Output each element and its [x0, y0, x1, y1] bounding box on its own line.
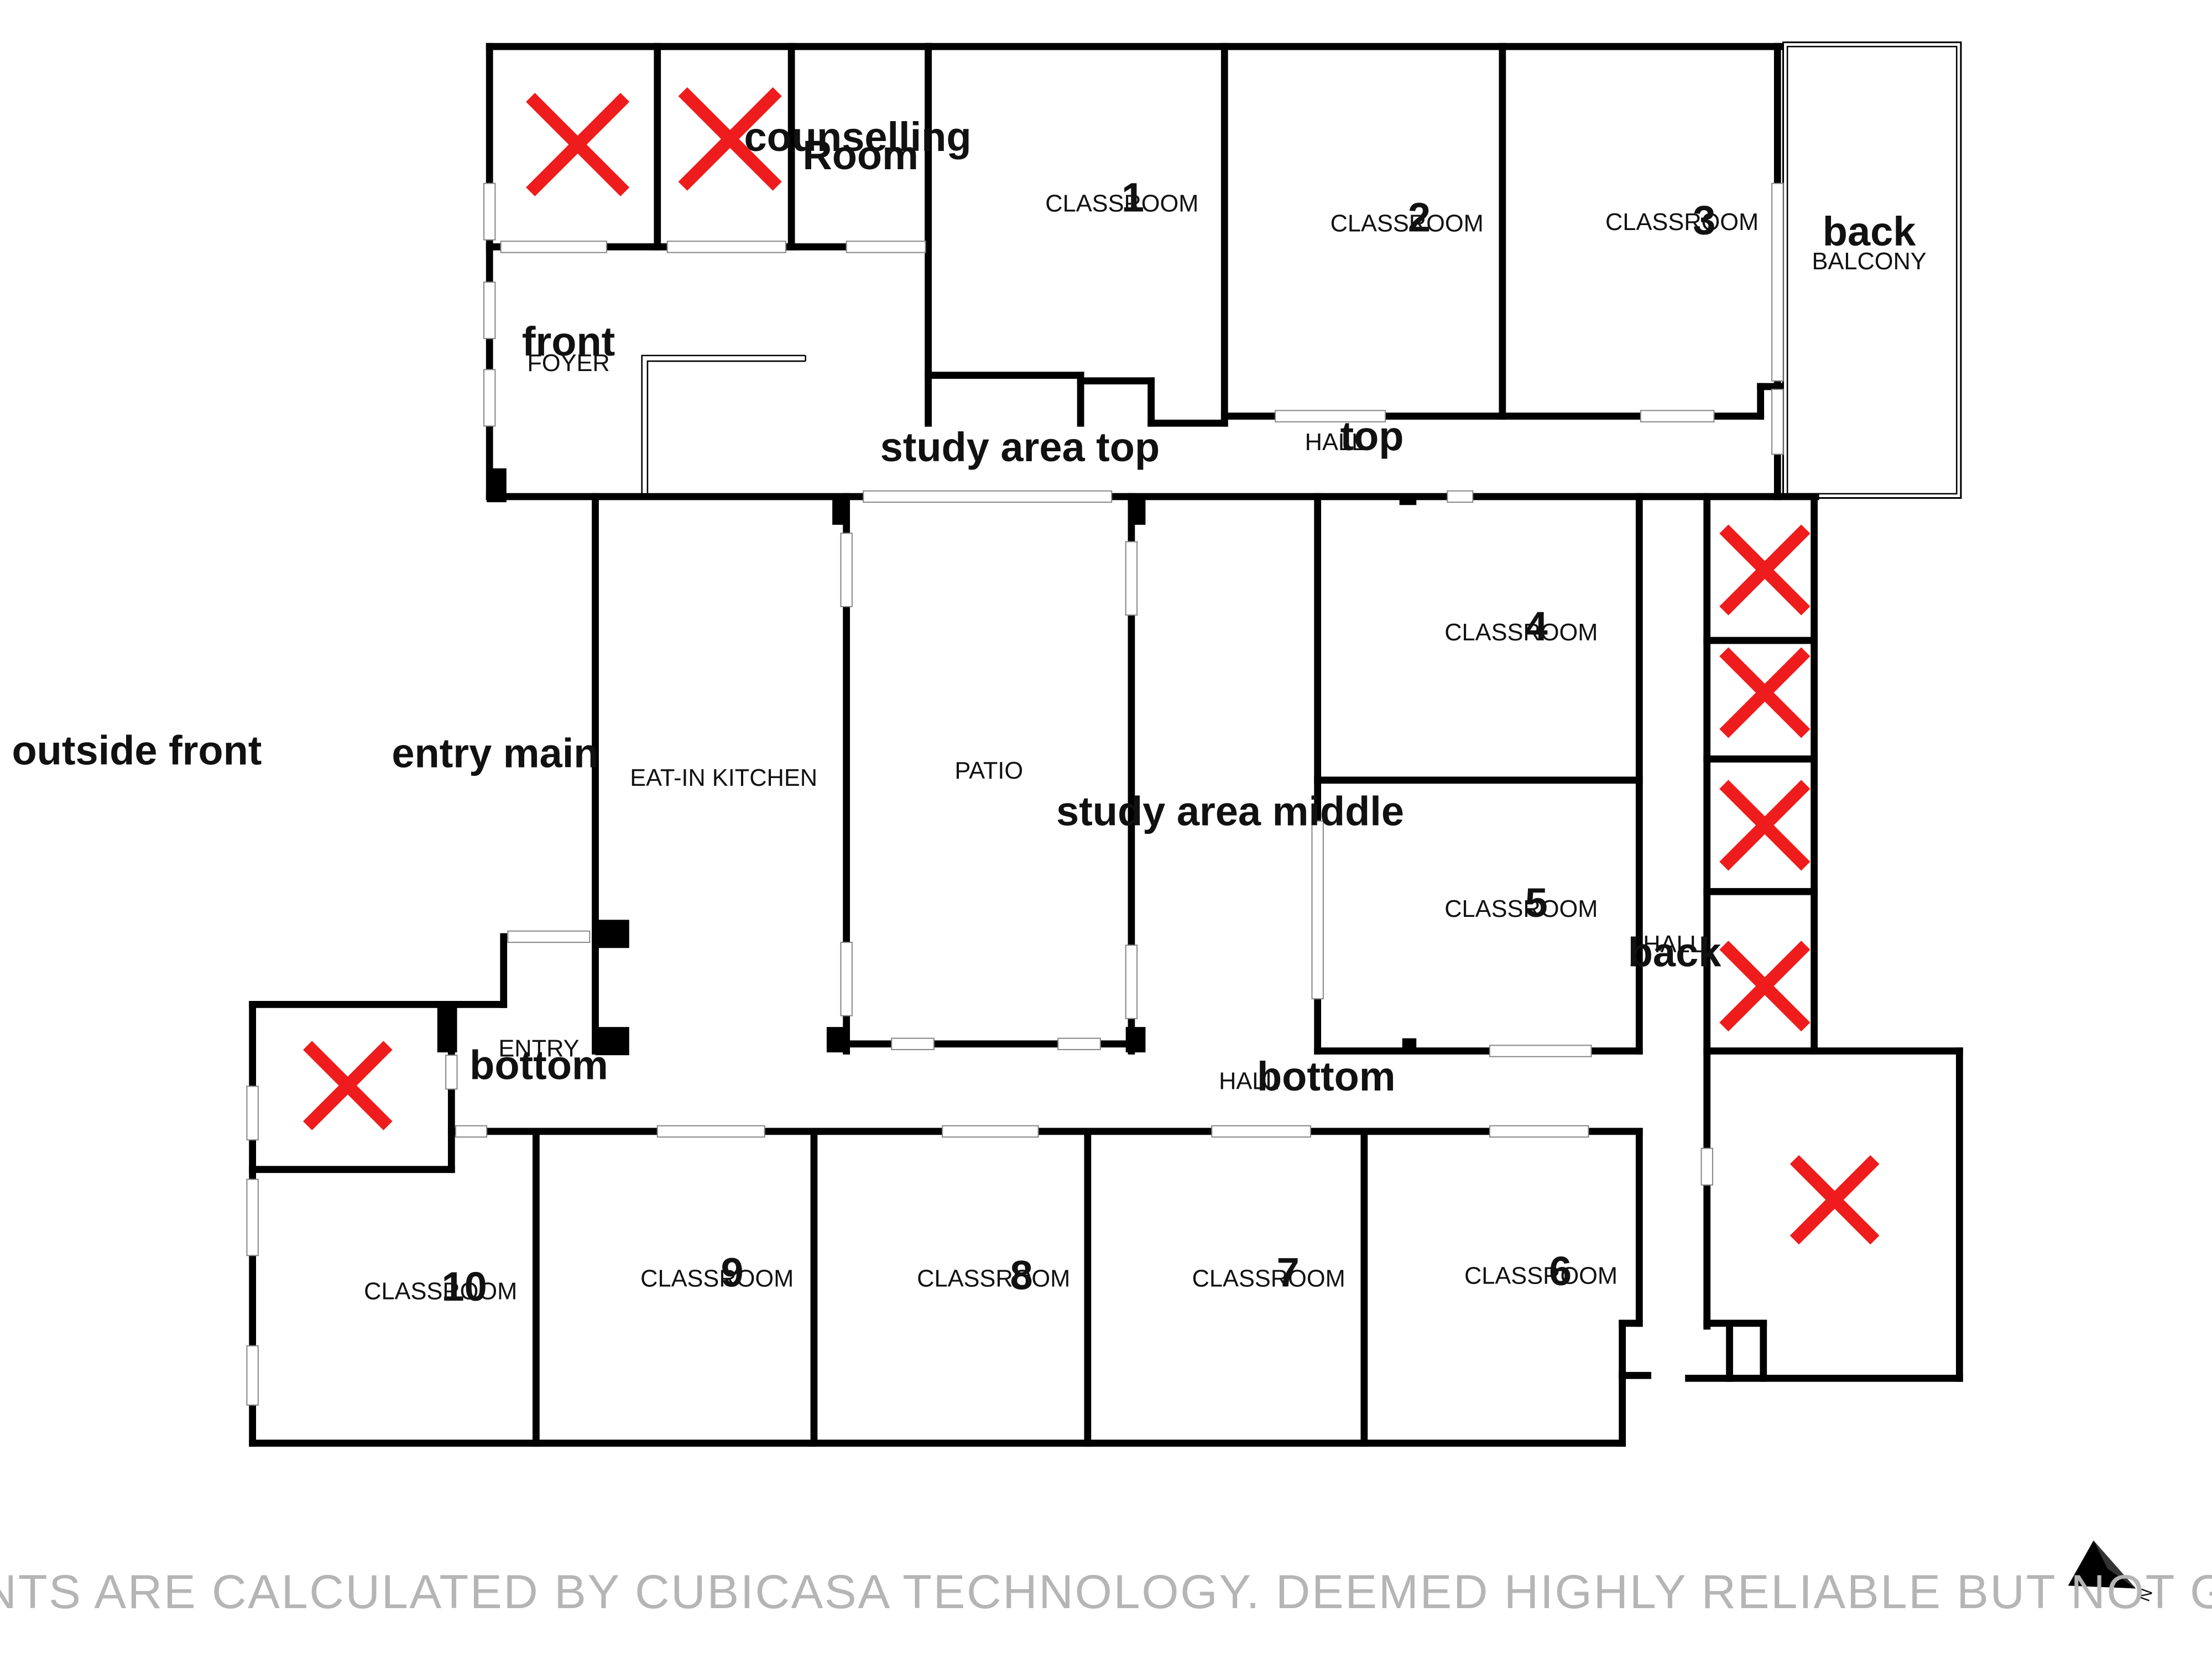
classroom-8-name: CLASSROOM	[917, 1266, 1070, 1292]
cross-mark-1	[526, 92, 630, 197]
foyer-counter	[641, 354, 806, 497]
redaction-crosses	[303, 87, 1880, 1245]
cross-mark-6	[1719, 941, 1811, 1032]
classroom-5-num: 5	[1525, 880, 1548, 926]
cross-mark-2	[678, 87, 782, 191]
cross-mark-3	[1719, 524, 1811, 615]
counselling-room-label-2: Room	[802, 132, 919, 178]
hall-back-label: back	[1628, 929, 1721, 975]
columns	[437, 468, 1417, 1056]
classroom-9-name: CLASSROOM	[640, 1266, 794, 1292]
kitchen-label: EAT-IN KITCHEN	[630, 765, 817, 791]
balcony-label-1: back	[1823, 208, 1916, 254]
classroom-2-name: CLASSROOM	[1331, 210, 1484, 237]
study-area-top-label: study area top	[880, 424, 1160, 470]
classroom-2-num: 2	[1408, 194, 1431, 240]
classroom-3-num: 3	[1693, 197, 1715, 243]
entry-main-label: entry main	[392, 731, 598, 776]
balcony-label-2: BALCONY	[1812, 248, 1926, 275]
patio-label: PATIO	[954, 758, 1023, 784]
classroom-6-num: 6	[1549, 1248, 1572, 1294]
foyer-label-2: FOYER	[527, 350, 609, 377]
counselling-room-label: counselling	[744, 114, 972, 160]
classroom-10-num: 10	[441, 1264, 487, 1310]
classroom-5-name: CLASSROOM	[1444, 896, 1598, 922]
classroom-8-num: 8	[1010, 1253, 1033, 1298]
room-labels: counselling Room CLASSROOM 1 CLASSROOM 2…	[12, 114, 1926, 1310]
classroom-9-num: 9	[721, 1250, 744, 1296]
walls	[249, 43, 1963, 1447]
disclaimer-text: MEASUREMENTS ARE CALCULATED BY CUBICASA …	[0, 1565, 2212, 1619]
openings	[246, 182, 1784, 1406]
classroom-7-name: CLASSROOM	[1192, 1266, 1345, 1292]
foyer-label-1: front	[522, 319, 615, 364]
classroom-10-name: CLASSROOM	[364, 1278, 517, 1305]
cross-mark-5	[1719, 780, 1811, 871]
cross-mark-4	[1719, 647, 1811, 738]
cross-mark-7	[303, 1041, 393, 1130]
hall-bottom-prefix: HALL	[1219, 1068, 1279, 1094]
study-area-middle-label: study area middle	[1056, 788, 1404, 834]
classroom-7-num: 7	[1277, 1250, 1300, 1296]
cross-mark-8	[1790, 1155, 1880, 1245]
hall-bottom-label: bottom	[1257, 1053, 1396, 1099]
hall-top-label: top	[1340, 413, 1404, 459]
classroom-4-num: 4	[1525, 603, 1548, 649]
outside-front-label: outside front	[12, 728, 262, 774]
hall-back-prefix: HALL	[1643, 931, 1703, 958]
classroom-3-name: CLASSROOM	[1605, 209, 1759, 236]
hall-top-prefix: HALL	[1305, 429, 1365, 456]
classroom-6-name: CLASSROOM	[1464, 1262, 1618, 1289]
classroom-1-num: 1	[1121, 175, 1144, 221]
classroom-1-name: CLASSROOM	[1045, 191, 1198, 217]
entry-bottom-label: bottom	[469, 1042, 608, 1088]
classroom-4-name: CLASSROOM	[1444, 619, 1598, 646]
entry-bottom-prefix: ENTRY	[498, 1036, 579, 1062]
